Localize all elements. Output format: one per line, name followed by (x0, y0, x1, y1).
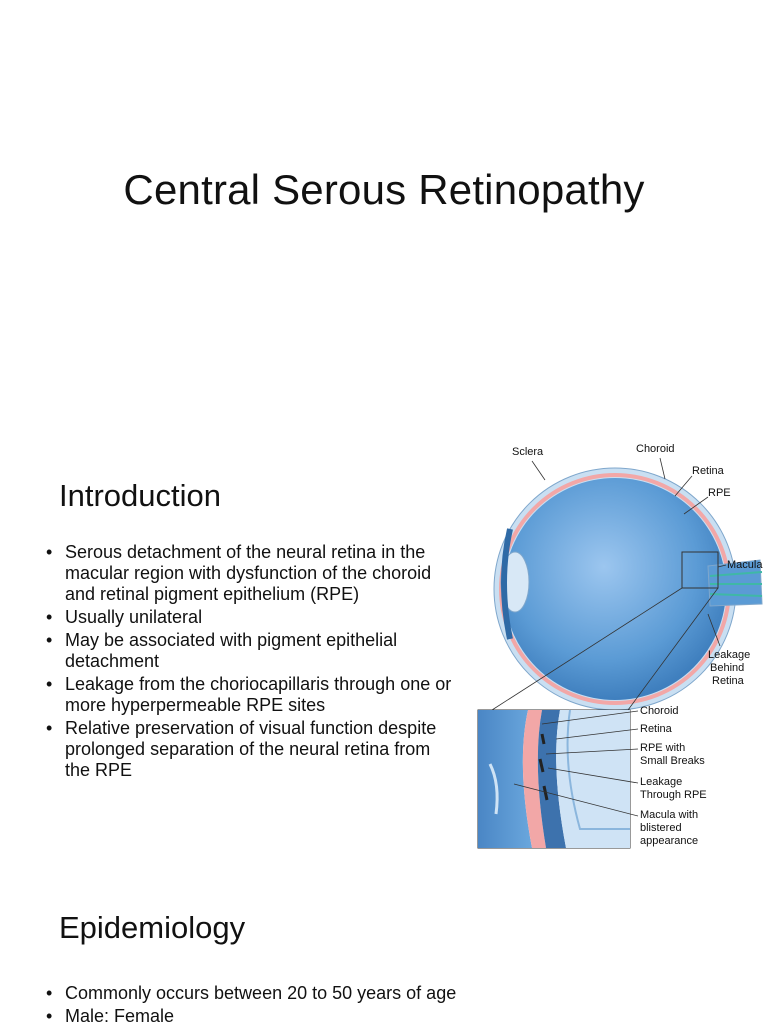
inset-rpe-label-line1: RPE with (640, 742, 685, 754)
eye-diagram: Sclera Choroid Retina RPE Macula Leakage… (470, 434, 768, 854)
list-item: May be associated with pigment epithelia… (40, 630, 460, 672)
list-item: Usually unilateral (40, 607, 460, 628)
inset-choroid-label: Choroid (640, 705, 679, 717)
inset-macula-label-line2: blistered (640, 822, 682, 834)
list-item: Leakage from the choriocapillaris throug… (40, 674, 460, 716)
epidemiology-bullet-list: Commonly occurs between 20 to 50 years o… (40, 983, 720, 1029)
choroid-label: Choroid (636, 443, 675, 455)
retina-label: Retina (692, 465, 725, 477)
macula-label: Macula (727, 559, 763, 571)
inset-retina-label: Retina (640, 723, 673, 735)
list-item: Relative preservation of visual function… (40, 718, 460, 781)
sclera-label: Sclera (512, 446, 544, 458)
list-item: Commonly occurs between 20 to 50 years o… (40, 983, 720, 1004)
title-slide: Central Serous Retinopathy (0, 0, 768, 420)
inset-macula-label-line3: appearance (640, 835, 698, 847)
eyeball (493, 467, 763, 711)
epidemiology-heading: Epidemiology (59, 910, 246, 945)
list-item: Male: Female (40, 1006, 720, 1027)
rpe-label: RPE (708, 487, 731, 499)
introduction-heading: Introduction (59, 478, 221, 513)
inset-macula-label-line1: Macula with (640, 809, 698, 821)
page-title: Central Serous Retinopathy (123, 166, 645, 213)
inset-magnified-view (477, 709, 631, 849)
leakage-behind-label-line1: Leakage (708, 649, 750, 661)
introduction-slide: Introduction Serous detachment of the ne… (0, 430, 768, 870)
inset-rpe-label-line2: Small Breaks (640, 755, 705, 767)
leakage-behind-label-line3: Retina (712, 675, 745, 687)
epidemiology-slide: Epidemiology Commonly occurs between 20 … (0, 870, 768, 1027)
list-item: Serous detachment of the neural retina i… (40, 542, 460, 605)
inset-leakage-label-line1: Leakage (640, 776, 682, 788)
leakage-behind-label-line2: Behind (710, 662, 744, 674)
introduction-bullet-list: Serous detachment of the neural retina i… (40, 542, 460, 783)
inset-leakage-label-line2: Through RPE (640, 789, 707, 801)
